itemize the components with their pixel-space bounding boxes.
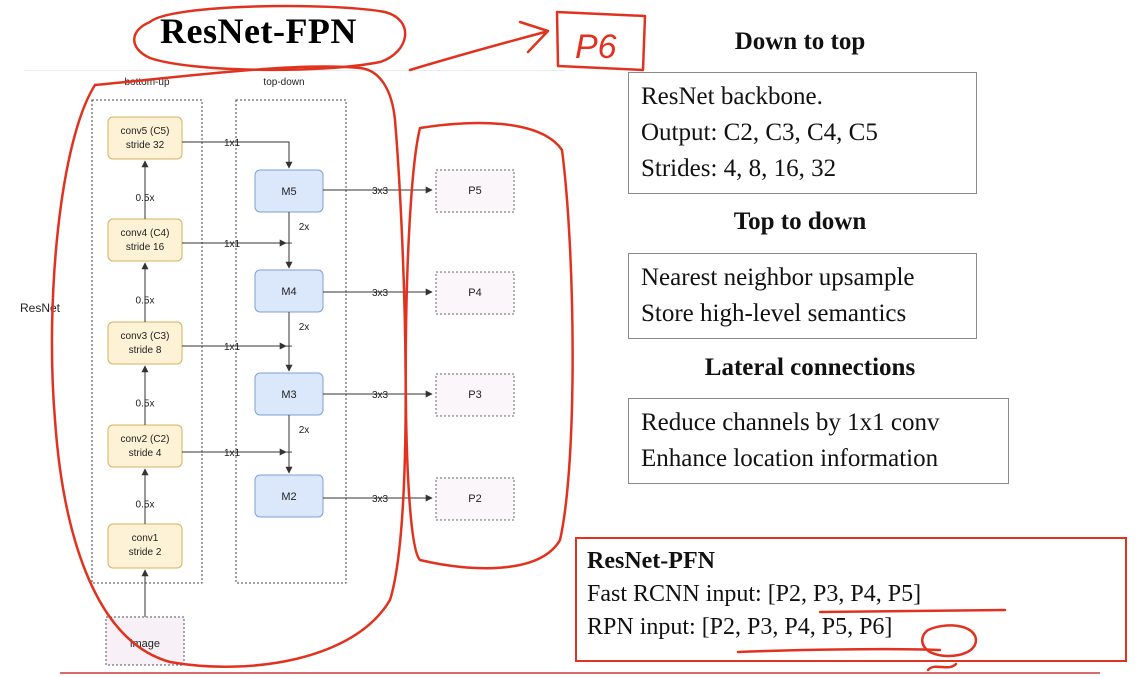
merge-node: [254, 474, 324, 518]
bottom-up-label: bottom-up: [124, 77, 169, 88]
down-to-top-heading: Down to top: [734, 28, 866, 55]
lateral-arrow: [182, 141, 293, 169]
top-to-down-panel: Nearest neighbor upsample Store high-lev…: [628, 253, 977, 339]
stage-name-label: conv4 (C4): [121, 228, 170, 239]
top-to-down-line: Nearest neighbor upsample: [641, 264, 915, 291]
summary-heading: ResNet-PFN: [587, 548, 715, 574]
resnet-label: ResNet: [20, 301, 61, 315]
top-down-label: top-down: [263, 77, 304, 88]
summary-line-fast-rcnn: Fast RCNN input: [P2, P3, P4, P5]: [587, 581, 922, 607]
down-to-top-line: Strides: 4, 8, 16, 32: [641, 155, 837, 182]
bottom-up-loop: [50, 65, 407, 668]
stage-stride-label: stride 4: [129, 448, 162, 459]
output-loop: [404, 121, 574, 570]
down-to-top-line: Output: C2, C3, C4, C5: [641, 119, 878, 146]
output-conv-label: 3x3: [372, 494, 389, 505]
merge-node-label: M2: [281, 491, 296, 503]
output-node-label: P3: [468, 389, 481, 401]
title-arrow: [408, 20, 550, 72]
top-down-frame: [235, 99, 347, 584]
top-to-down-line: Store high-level semantics: [641, 300, 907, 327]
title-circle: [133, 4, 407, 72]
p6-handwritten-label: P6: [575, 28, 617, 66]
upsample-label: 2x: [299, 222, 310, 233]
stage-stride-label: stride 16: [126, 242, 165, 253]
image-box: [105, 616, 185, 666]
down-to-top-panel: ResNet backbone. Output: C2, C3, C4, C5 …: [628, 72, 977, 194]
downsample-label: 0.5x: [136, 193, 155, 204]
lateral-heading: Lateral connections: [704, 354, 916, 381]
p6-squiggle: [926, 662, 958, 672]
stage-stride-label: stride 2: [129, 547, 162, 558]
merge-node-label: M4: [281, 286, 296, 298]
lateral-panel: Reduce channels by 1x1 conv Enhance loca…: [628, 398, 1009, 484]
p6-annotation-text: P6: [575, 28, 617, 66]
output-conv-label: 3x3: [372, 288, 389, 299]
top-to-down-heading: Top to down: [733, 208, 867, 235]
summary-box: ResNet-PFN Fast RCNN input: [P2, P3, P4,…: [575, 537, 1127, 662]
stage-stride-label: stride 8: [129, 345, 162, 356]
stage-name-label: conv3 (C3): [121, 331, 170, 342]
rpn-underline: [736, 647, 942, 654]
slide-title: ResNet-FPN: [160, 11, 357, 51]
downsample-label: 0.5x: [136, 296, 155, 307]
output-node: [435, 271, 515, 315]
stage-stride-label: stride 32: [126, 140, 165, 151]
backbone-stage: [107, 116, 183, 160]
lateral-label: 1x1: [224, 342, 241, 353]
lateral-line: Reduce channels by 1x1 conv: [641, 409, 940, 436]
merge-node-label: M3: [281, 389, 296, 401]
output-node: [435, 373, 515, 417]
p6-circle: [921, 624, 978, 658]
summary-line-rpn: RPN input: [P2, P3, P4, P5, P6]: [587, 614, 893, 640]
lateral-label: 1x1: [224, 138, 241, 149]
fast-rcnn-underline: [818, 608, 1007, 614]
output-node: [435, 169, 515, 213]
merge-node-label: M5: [281, 186, 296, 198]
stage-name-label: conv2 (C2): [121, 434, 170, 445]
lateral-line: Enhance location information: [641, 445, 939, 472]
output-conv-label: 3x3: [372, 186, 389, 197]
upsample-label: 2x: [299, 425, 310, 436]
downsample-label: 0.5x: [136, 500, 155, 511]
upsample-label: 2x: [299, 322, 310, 333]
lateral-label: 1x1: [224, 239, 241, 250]
downsample-label: 0.5x: [136, 399, 155, 410]
down-to-top-line: ResNet backbone.: [641, 83, 823, 110]
footer-divider: [60, 672, 1100, 674]
stage-name-label: conv5 (C5): [121, 126, 170, 137]
output-node: [435, 477, 515, 521]
output-node-label: P5: [468, 185, 481, 197]
output-node-label: P2: [468, 493, 481, 505]
p6-box: [555, 10, 647, 72]
lateral-label: 1x1: [224, 448, 241, 459]
output-conv-label: 3x3: [372, 390, 389, 401]
bottom-up-frame: [91, 99, 203, 584]
stage-name-label: conv1: [132, 533, 159, 544]
output-node-label: P4: [468, 287, 481, 299]
